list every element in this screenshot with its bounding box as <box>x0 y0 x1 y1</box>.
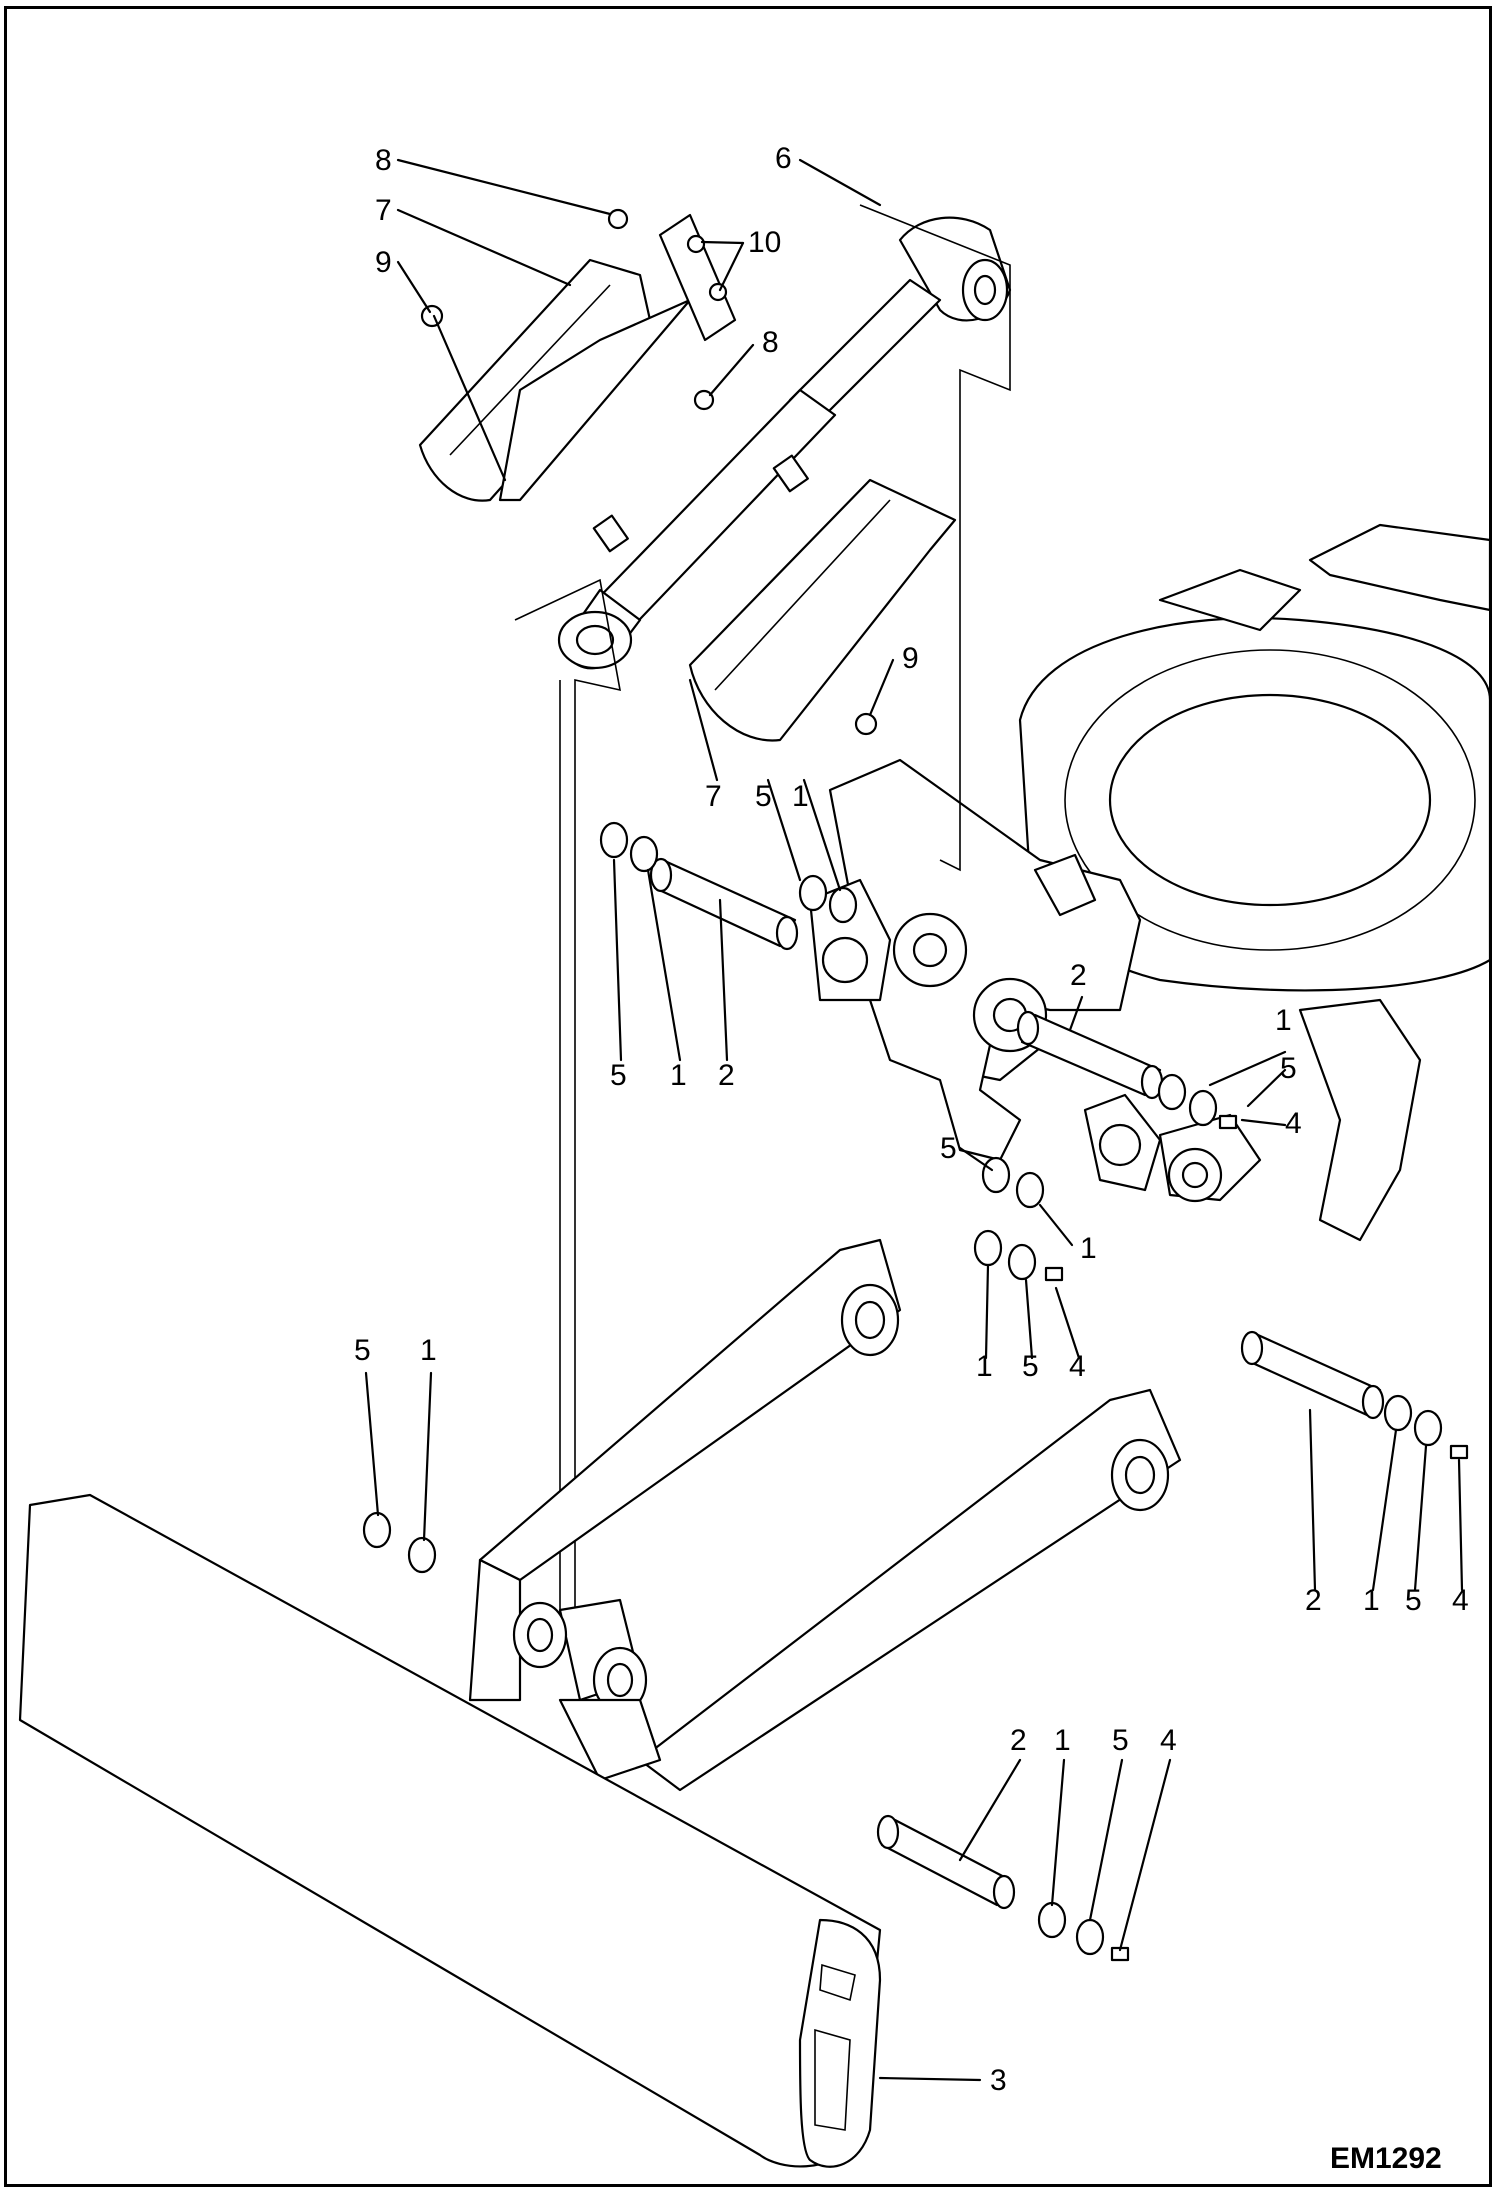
nut-9-upper <box>420 304 444 328</box>
callout-1-d: 1 <box>1080 1232 1097 1265</box>
callout-5-b: 5 <box>610 1059 627 1092</box>
callout-8-lower: 8 <box>762 326 779 359</box>
callout-1-c: 1 <box>1275 1004 1292 1037</box>
callout-2-g: 2 <box>1305 1584 1322 1617</box>
hydraulic-cylinder <box>557 216 1012 670</box>
callout-5-g: 5 <box>1405 1584 1422 1617</box>
callout-1-e: 1 <box>976 1350 993 1383</box>
callout-labels: 8 7 9 6 10 8 9 7 5 1 5 1 2 2 1 5 4 5 1 1… <box>354 142 1469 2097</box>
drawing-frame <box>4 6 1492 2187</box>
bolt-8-upper <box>607 208 629 230</box>
callout-4-g: 4 <box>1452 1584 1469 1617</box>
cylinder-cover-lower <box>688 478 957 742</box>
callout-1-f: 1 <box>420 1334 437 1367</box>
mounting-bracket <box>828 758 1142 1162</box>
nut-9-lower <box>854 712 878 736</box>
callout-2-c: 2 <box>1070 959 1087 992</box>
callout-8-upper: 8 <box>375 144 392 177</box>
nut-10-b <box>708 282 728 302</box>
callout-1-a: 1 <box>792 780 809 813</box>
callout-1-b: 1 <box>670 1059 687 1092</box>
callout-7-lower: 7 <box>705 780 722 813</box>
callout-5-c: 5 <box>1280 1052 1297 1085</box>
callout-4-e: 4 <box>1069 1350 1086 1383</box>
blade-arm <box>468 1238 1182 1792</box>
callout-4-h: 4 <box>1160 1724 1177 1757</box>
dozer-blade <box>18 1493 882 2168</box>
grease-fitting-set <box>1044 1114 1469 1962</box>
callout-4-c: 4 <box>1285 1107 1302 1140</box>
callout-1-h: 1 <box>1054 1724 1071 1757</box>
callout-9-lower: 9 <box>902 642 919 675</box>
callout-5-e: 5 <box>1022 1350 1039 1383</box>
bracket-plate <box>658 213 737 342</box>
pivot-bracket-right <box>1083 1093 1262 1203</box>
callout-2-b: 2 <box>718 1059 735 1092</box>
callout-leaders <box>364 158 1464 2082</box>
pin-2-upper-left <box>649 857 799 951</box>
callout-2-h: 2 <box>1010 1724 1027 1757</box>
callout-1-g: 1 <box>1363 1584 1380 1617</box>
washer-set <box>362 821 1443 1956</box>
cylinder-cover-upper <box>418 258 692 502</box>
pin-2-center <box>1016 1010 1164 1100</box>
machine-frame <box>878 523 1492 1242</box>
pin-2-right <box>1240 1330 1385 1420</box>
nut-10-a <box>686 234 706 254</box>
bolt-8-lower <box>693 389 715 411</box>
callout-5-f: 5 <box>354 1334 371 1367</box>
callout-5-h: 5 <box>1112 1724 1129 1757</box>
callout-10: 10 <box>748 226 781 259</box>
pin-2-lower <box>876 1814 1016 1910</box>
drawing-code: EM1292 <box>1330 2142 1442 2175</box>
callout-6: 6 <box>775 142 792 175</box>
callout-7-upper: 7 <box>375 194 392 227</box>
callout-5-a: 5 <box>755 780 772 813</box>
callout-3: 3 <box>990 2064 1007 2097</box>
callout-5-d: 5 <box>940 1132 957 1165</box>
callout-9-upper: 9 <box>375 246 392 279</box>
